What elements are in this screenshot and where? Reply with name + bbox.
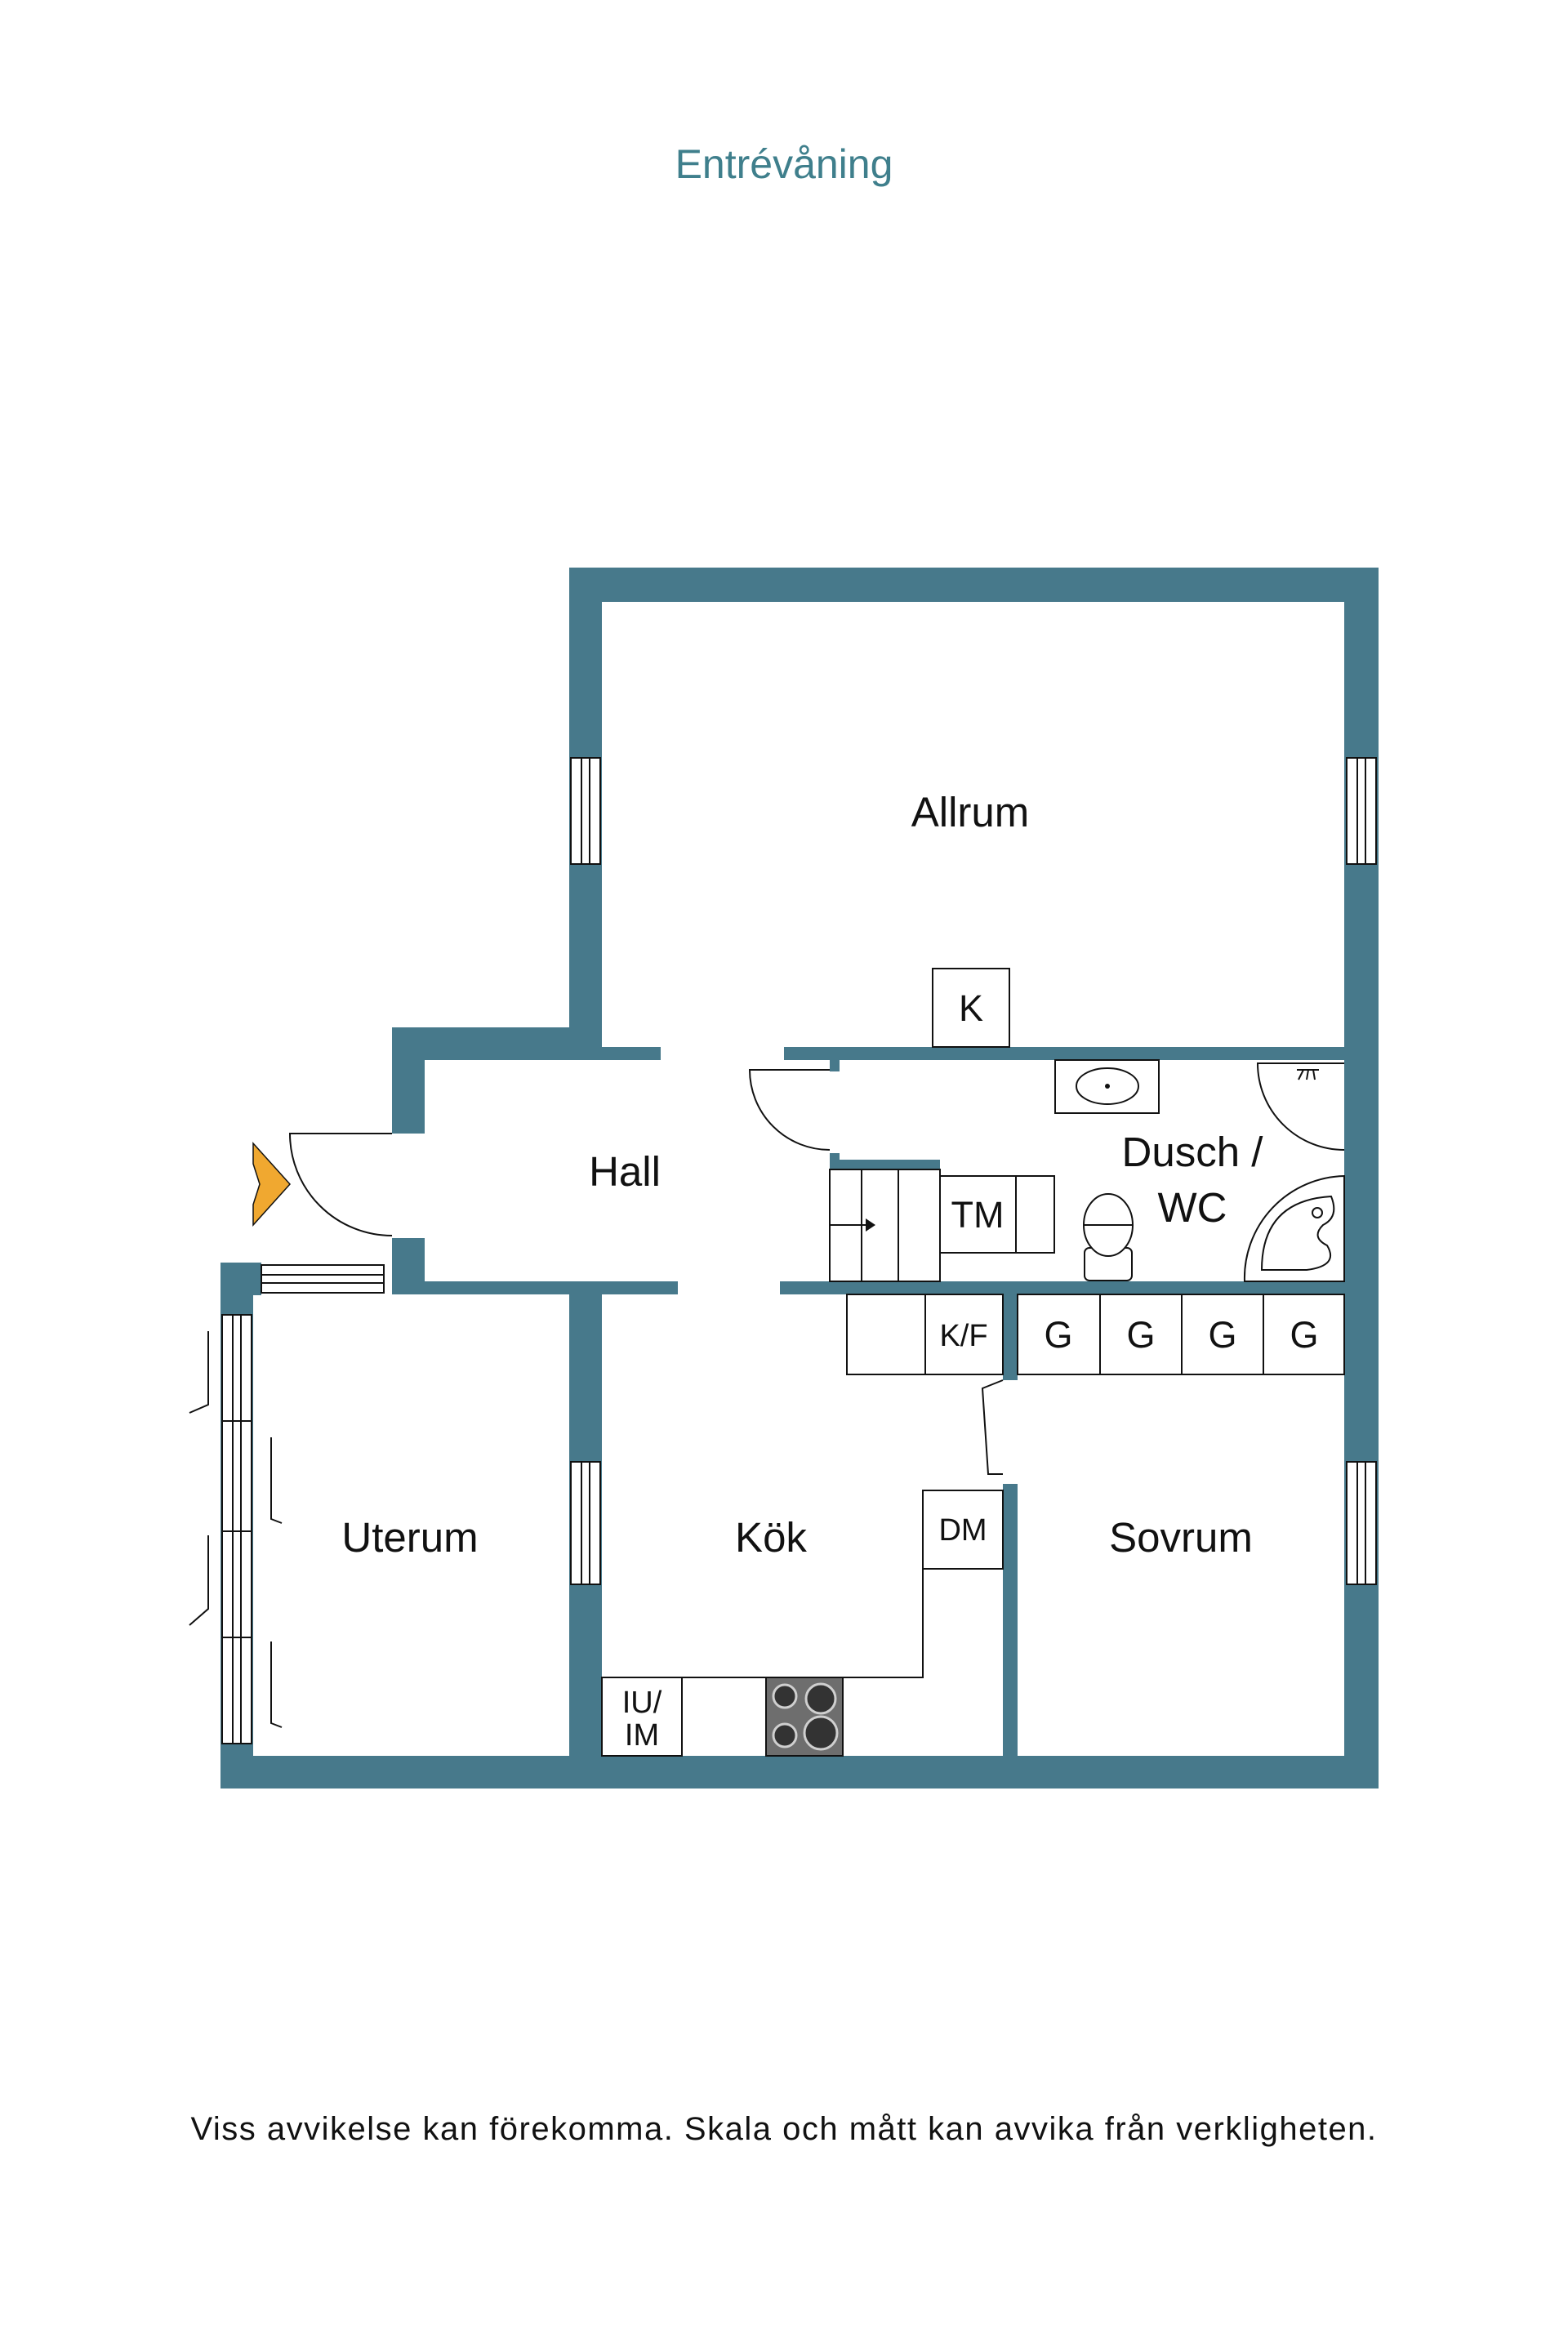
fixture-label-dm: DM [938,1513,987,1548]
room-label-hall: Hall [589,1148,661,1195]
iu-im-box [601,1677,683,1757]
fixture-label-im: IM [625,1718,659,1753]
entrance-arrow-icon [252,1142,292,1227]
sink-icon [1054,1059,1160,1114]
fixture-label-g: G [1208,1314,1236,1356]
fixtures [601,968,1345,1757]
fixture-label-tm: TM [951,1194,1004,1236]
fixture-label-kf: K/F [939,1319,987,1353]
window-allrum-right [1346,757,1377,865]
room-label-uterum: Uterum [341,1514,478,1561]
fixture-label-g: G [1044,1314,1072,1356]
kf-box [924,1294,1004,1375]
room-label-sovrum: Sovrum [1109,1514,1253,1561]
room-label-allrum: Allrum [911,789,1030,835]
window-sovrum [1346,1461,1377,1585]
plan-title: Entrévåning [675,141,893,187]
fixture-labels: K TM K/F G G G G DM IU/ IM [622,987,1319,1753]
shower-icon [1297,1069,1319,1080]
window-uterum-glazing [189,1314,283,1744]
fixture-label-iu: IU/ [622,1686,662,1720]
room-label-dusch-line1: Dusch / [1122,1129,1264,1175]
fixture-label-k: K [959,987,983,1029]
room-label-kok: Kök [735,1514,807,1561]
toilet-icon [1083,1193,1134,1281]
stove-icon [765,1677,844,1757]
stairs-icon [829,1169,941,1282]
dm-box [922,1490,1004,1570]
disclaimer-text: Viss avvikelse kan förekomma. Skala och … [190,2111,1378,2147]
room-label-dusch-line2: WC [1158,1184,1227,1231]
windows [189,757,1377,1744]
fixture-label-g: G [1126,1314,1155,1356]
room-labels: Allrum Hall Dusch / WC Uterum Kök Sovrum [341,789,1263,1561]
window-kok [570,1461,601,1585]
doors [288,1062,1345,1475]
tm-box [939,1175,1017,1254]
window-hall-bottom [261,1264,385,1294]
window-allrum-left [570,757,601,865]
fixture-label-g: G [1290,1314,1318,1356]
k-closet [932,968,1010,1048]
walls [220,568,1379,1788]
bathtub-icon [1243,1174,1345,1282]
